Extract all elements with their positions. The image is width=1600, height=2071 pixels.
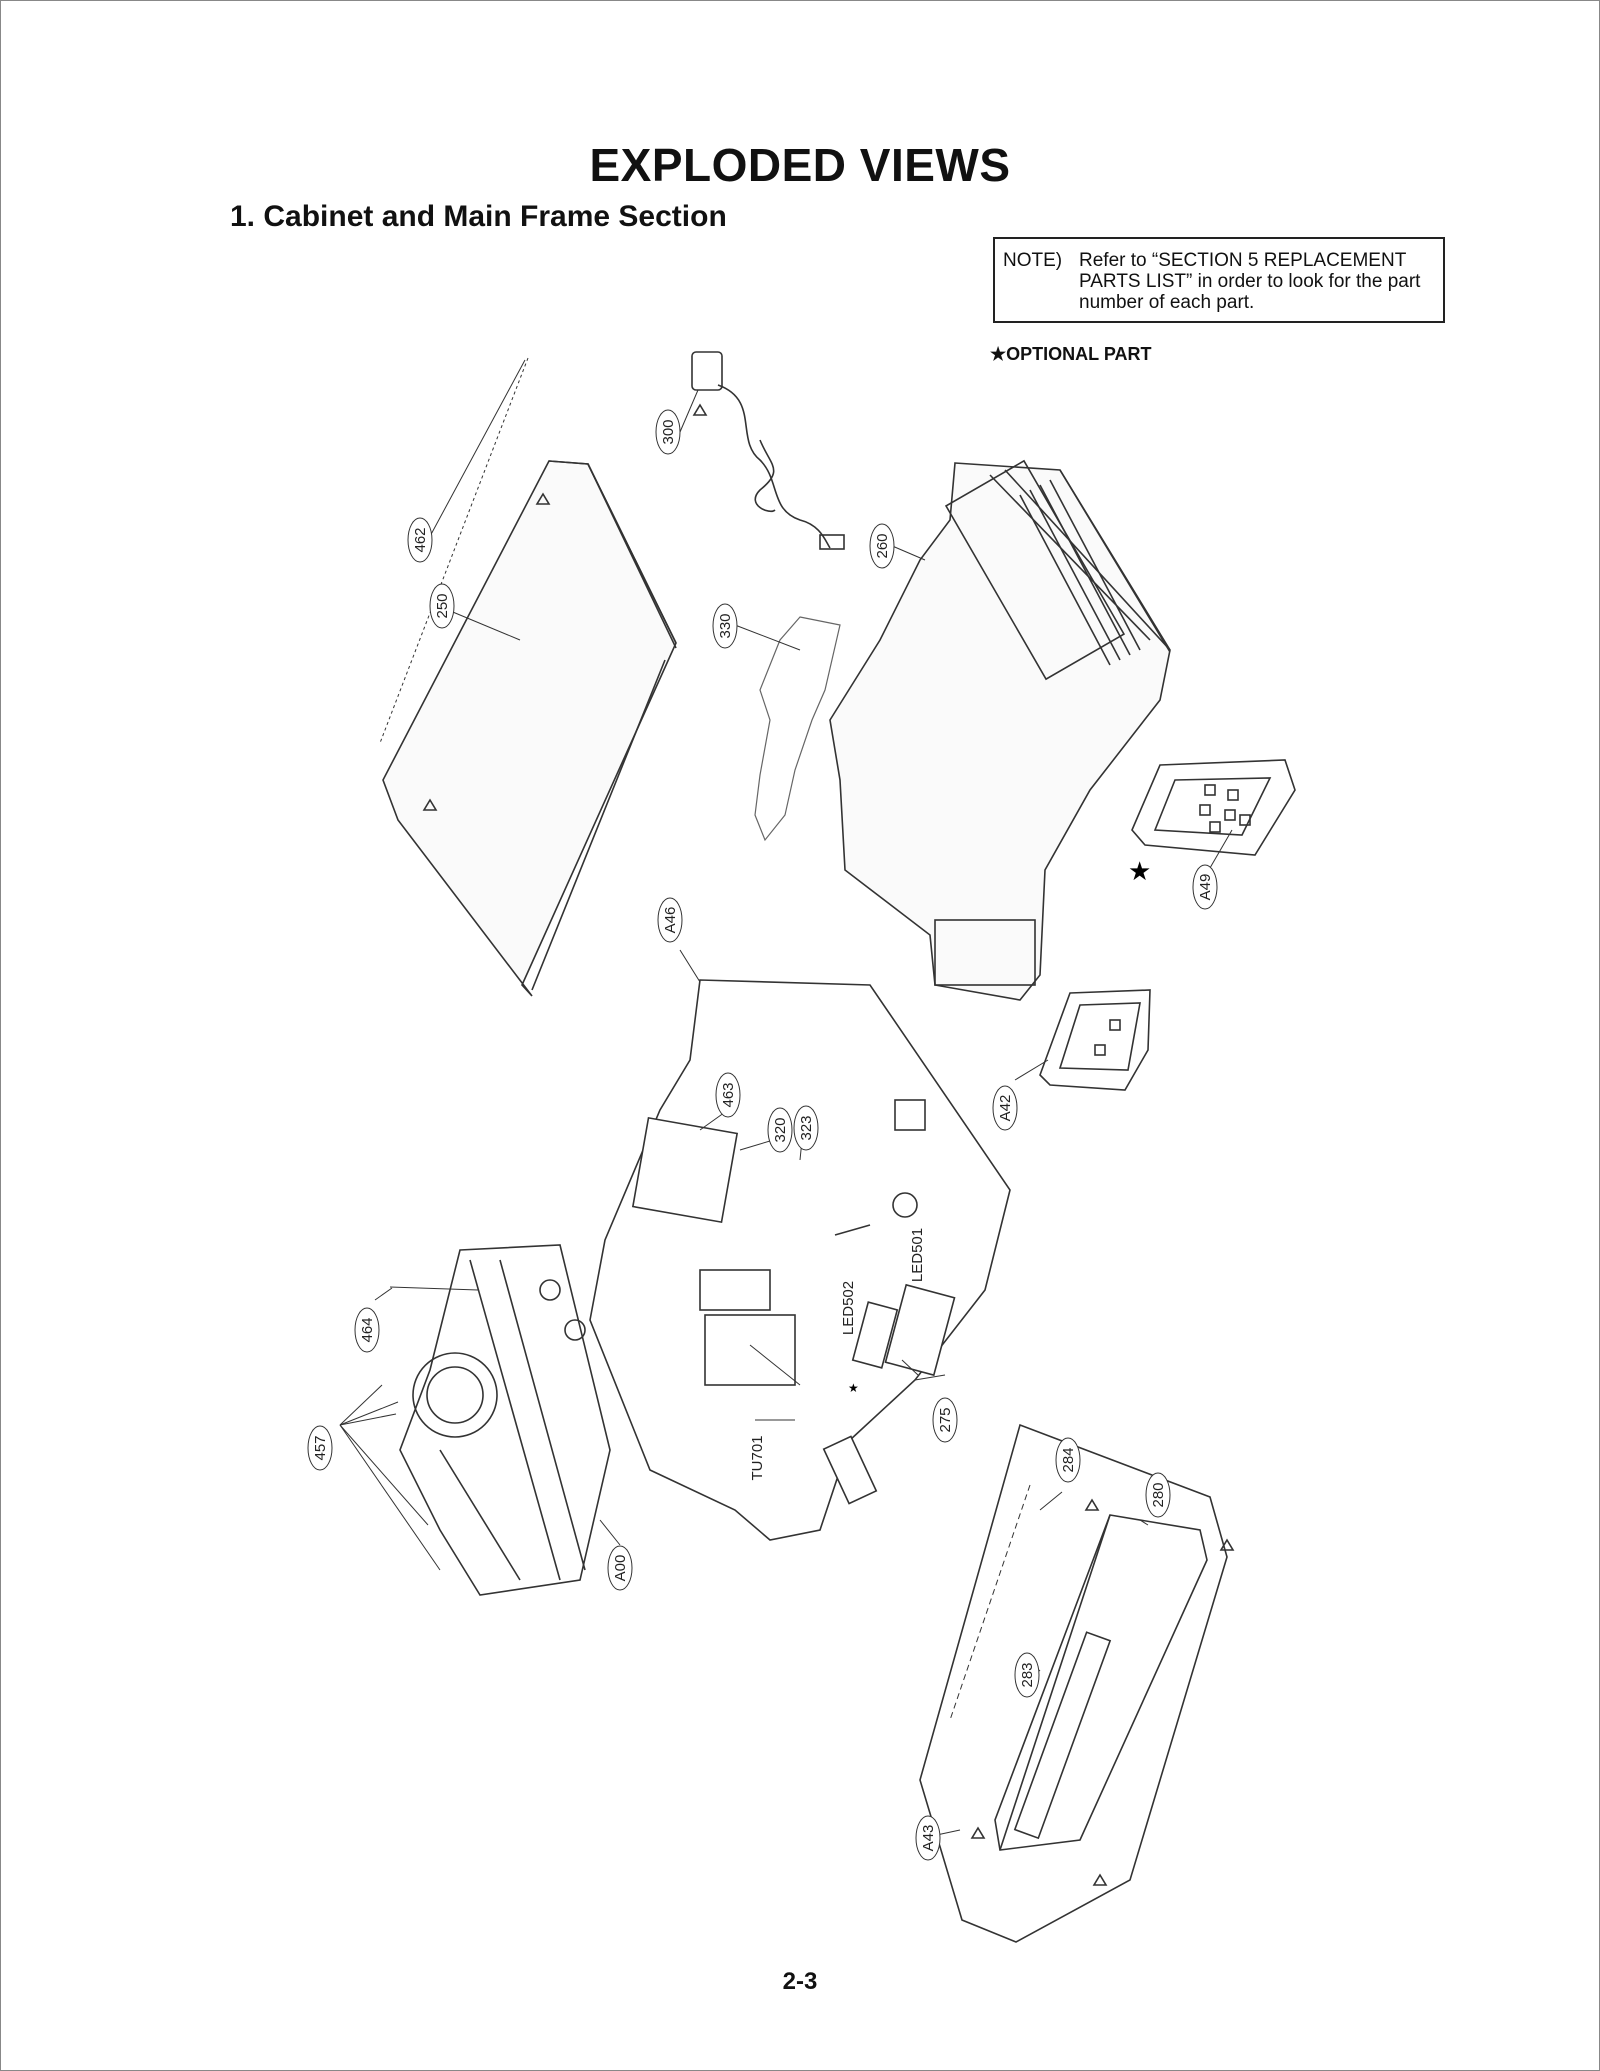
top-cover-250 <box>379 357 677 997</box>
front-panel-A49 <box>1131 759 1296 856</box>
optional-star-small-icon: ★ <box>848 1381 859 1395</box>
page-number: 2-3 <box>782 1968 818 1995</box>
optional-part-label: OPTIONAL PART <box>1006 344 1152 364</box>
svg-text:A42: A42 <box>997 1095 1014 1122</box>
star-icon: ★ <box>990 344 1007 364</box>
front-panel-A42 <box>1039 989 1151 1091</box>
callout-A42: A42 <box>992 1085 1018 1131</box>
optional-part-legend: ★OPTIONAL PART <box>990 344 1151 365</box>
svg-text:A46: A46 <box>662 907 679 934</box>
callout-A49: A49 <box>1192 864 1218 910</box>
callout-A43: A43 <box>915 1815 941 1861</box>
svg-text:462: 462 <box>412 527 429 552</box>
main-board-A46 <box>589 979 1011 1541</box>
svg-text:464: 464 <box>359 1317 376 1342</box>
callout-462: 462 <box>407 517 433 563</box>
svg-text:284: 284 <box>1060 1447 1077 1472</box>
svg-text:330: 330 <box>717 613 734 638</box>
svg-text:260: 260 <box>874 533 891 558</box>
callout-283: 283 <box>1014 1652 1040 1698</box>
svg-text:275: 275 <box>937 1407 954 1432</box>
svg-text:LED501: LED501 <box>909 1228 926 1282</box>
svg-text:283: 283 <box>1019 1662 1036 1687</box>
callout-284: 284 <box>1055 1437 1081 1483</box>
svg-text:463: 463 <box>720 1082 737 1107</box>
callout-LED502: LED502 <box>840 1281 857 1335</box>
callout-A46: A46 <box>657 897 683 943</box>
callout-250: 250 <box>429 583 455 629</box>
svg-text:LED502: LED502 <box>840 1281 857 1335</box>
callout-323: 323 <box>793 1105 819 1151</box>
svg-text:457: 457 <box>312 1435 329 1460</box>
svg-text:A49: A49 <box>1197 874 1214 901</box>
callout-280: 280 <box>1145 1472 1171 1518</box>
callout-320: 320 <box>767 1107 793 1153</box>
optional-star-icon: ★ <box>1128 857 1151 887</box>
callout-A00: A00 <box>607 1545 633 1591</box>
callout-260: 260 <box>869 523 895 569</box>
svg-text:280: 280 <box>1150 1482 1167 1507</box>
note-box: NOTE) Refer to “SECTION 5 REPLACEMENT PA… <box>993 237 1445 323</box>
svg-text:300: 300 <box>660 419 677 444</box>
section-subtitle: 1. Cabinet and Main Frame Section <box>230 200 727 233</box>
svg-text:A43: A43 <box>920 1825 937 1852</box>
front-cabinet-A43 <box>919 1423 1235 1943</box>
callout-TU701: TU701 <box>749 1435 766 1480</box>
callout-464: 464 <box>354 1307 380 1353</box>
power-cord-300 <box>691 351 845 550</box>
callout-LED501: LED501 <box>909 1228 926 1282</box>
note-label: NOTE) <box>1003 250 1063 271</box>
callout-labels: 300 462 250 260 330 A49 A46 A42 463 320 … <box>307 409 1218 1861</box>
svg-text:TU701: TU701 <box>749 1435 766 1480</box>
callout-457: 457 <box>307 1425 333 1471</box>
callout-330: 330 <box>712 603 738 649</box>
callout-463: 463 <box>715 1072 741 1118</box>
svg-text:A00: A00 <box>612 1555 629 1582</box>
page-title: EXPLODED VIEWS <box>589 139 1011 191</box>
callout-300: 300 <box>655 409 681 455</box>
svg-text:250: 250 <box>434 593 451 618</box>
deck-mechanism-A00 <box>339 1244 611 1596</box>
svg-text:320: 320 <box>772 1117 789 1142</box>
pcb-330 <box>754 616 841 842</box>
svg-text:323: 323 <box>798 1115 815 1140</box>
main-frame-260 <box>829 459 1171 1001</box>
note-text: Refer to “SECTION 5 REPLACEMENT PARTS LI… <box>1079 250 1421 313</box>
callout-275: 275 <box>932 1397 958 1443</box>
